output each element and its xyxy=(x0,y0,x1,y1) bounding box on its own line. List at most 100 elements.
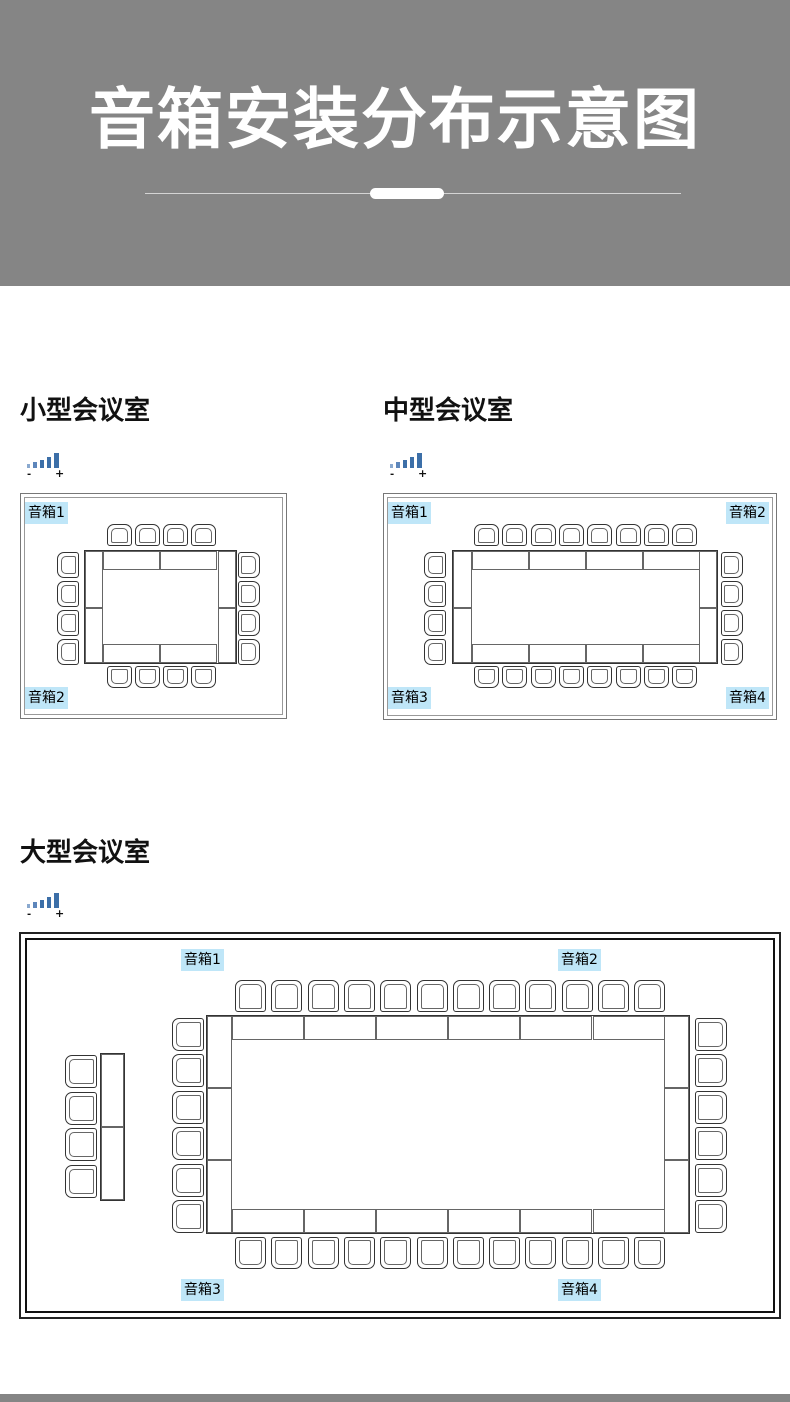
chair xyxy=(172,1090,204,1124)
table-segment xyxy=(304,1016,377,1040)
chair xyxy=(172,1200,204,1233)
chair xyxy=(191,524,216,546)
chair xyxy=(530,666,556,688)
table-segment xyxy=(699,551,717,608)
chair xyxy=(135,666,160,688)
speaker-label-2: 音箱2 xyxy=(558,949,601,971)
table-segment xyxy=(643,551,700,570)
speaker-label-2: 音箱2 xyxy=(25,687,68,709)
signal-plus-label: + xyxy=(55,907,64,918)
table-segment xyxy=(103,551,160,570)
chair xyxy=(643,666,669,688)
table-segment xyxy=(664,1088,689,1160)
signal-minus-label: - xyxy=(390,469,394,478)
chair xyxy=(474,524,499,546)
table-frame xyxy=(206,1015,690,1234)
chair xyxy=(343,980,375,1012)
table-segment xyxy=(453,608,472,663)
chair xyxy=(238,610,260,636)
speaker-label-4: 音箱4 xyxy=(726,687,769,709)
chair xyxy=(424,552,446,578)
chair xyxy=(558,524,584,546)
table-segment xyxy=(664,1016,689,1088)
chair xyxy=(65,1164,97,1198)
table-segment xyxy=(376,1209,449,1233)
chair xyxy=(598,980,629,1012)
table-segment xyxy=(160,644,217,663)
chair xyxy=(65,1128,97,1161)
chair xyxy=(163,666,188,688)
speaker-label-2: 音箱2 xyxy=(726,502,769,524)
table-segment xyxy=(472,551,529,570)
chair xyxy=(721,639,743,665)
chair xyxy=(238,581,260,607)
table-segment xyxy=(207,1088,232,1160)
signal-plus-label: + xyxy=(418,467,427,478)
chair xyxy=(695,1127,727,1161)
section-title-small: 小型会议室 xyxy=(20,396,151,426)
chair xyxy=(57,639,79,665)
speaker-label-3: 音箱3 xyxy=(181,1279,224,1301)
chair xyxy=(271,980,303,1012)
chair xyxy=(172,1127,204,1161)
chair xyxy=(695,1054,727,1088)
room-border xyxy=(25,938,775,1313)
table-segment xyxy=(520,1209,593,1233)
chair xyxy=(57,552,79,578)
chair xyxy=(525,980,557,1012)
chair xyxy=(271,1237,303,1269)
room-border xyxy=(387,497,773,716)
chair xyxy=(634,1237,666,1269)
chair xyxy=(424,581,446,607)
chair xyxy=(172,1163,204,1197)
section-title-large: 大型会议室 xyxy=(20,838,151,868)
chair xyxy=(489,980,521,1012)
chair xyxy=(424,639,446,665)
signal-strength-icon: -+ xyxy=(389,452,429,482)
table-segment xyxy=(586,644,643,663)
table-segment xyxy=(453,551,472,608)
speaker-label-4: 音箱4 xyxy=(558,1279,601,1301)
chair xyxy=(672,524,698,546)
table-segment xyxy=(85,608,103,663)
table-segment xyxy=(520,1016,593,1040)
header-divider-pill xyxy=(370,188,444,199)
table-segment xyxy=(160,551,217,570)
chair xyxy=(695,1090,727,1124)
chair xyxy=(172,1018,204,1051)
chair xyxy=(172,1054,204,1088)
signal-plus-label: + xyxy=(55,467,64,478)
table-segment xyxy=(207,1016,232,1088)
chair xyxy=(695,1200,727,1233)
chair xyxy=(615,524,641,546)
signal-bars-icon: -+ xyxy=(27,453,64,480)
chair xyxy=(558,666,584,688)
chair xyxy=(561,1237,593,1269)
table-segment xyxy=(529,551,586,570)
chair xyxy=(587,666,613,688)
signal-bars-icon: -+ xyxy=(390,453,427,480)
chair xyxy=(65,1055,97,1088)
chair xyxy=(643,524,669,546)
chair xyxy=(107,666,132,688)
chair xyxy=(598,1237,629,1269)
chair xyxy=(380,980,412,1012)
chair xyxy=(721,552,743,578)
section-title-medium: 中型会议室 xyxy=(383,396,514,426)
chair xyxy=(502,666,528,688)
chair xyxy=(525,1237,557,1269)
chair xyxy=(163,524,188,546)
signal-minus-label: - xyxy=(27,909,31,918)
chair xyxy=(343,1237,375,1269)
chair xyxy=(672,666,698,688)
table-segment xyxy=(218,551,236,608)
table-segment xyxy=(586,551,643,570)
table-segment xyxy=(472,644,529,663)
chair xyxy=(235,980,266,1012)
chair xyxy=(238,639,260,665)
table-segment xyxy=(85,551,103,608)
speaker-label-1: 音箱1 xyxy=(388,502,431,524)
chair xyxy=(721,610,743,636)
